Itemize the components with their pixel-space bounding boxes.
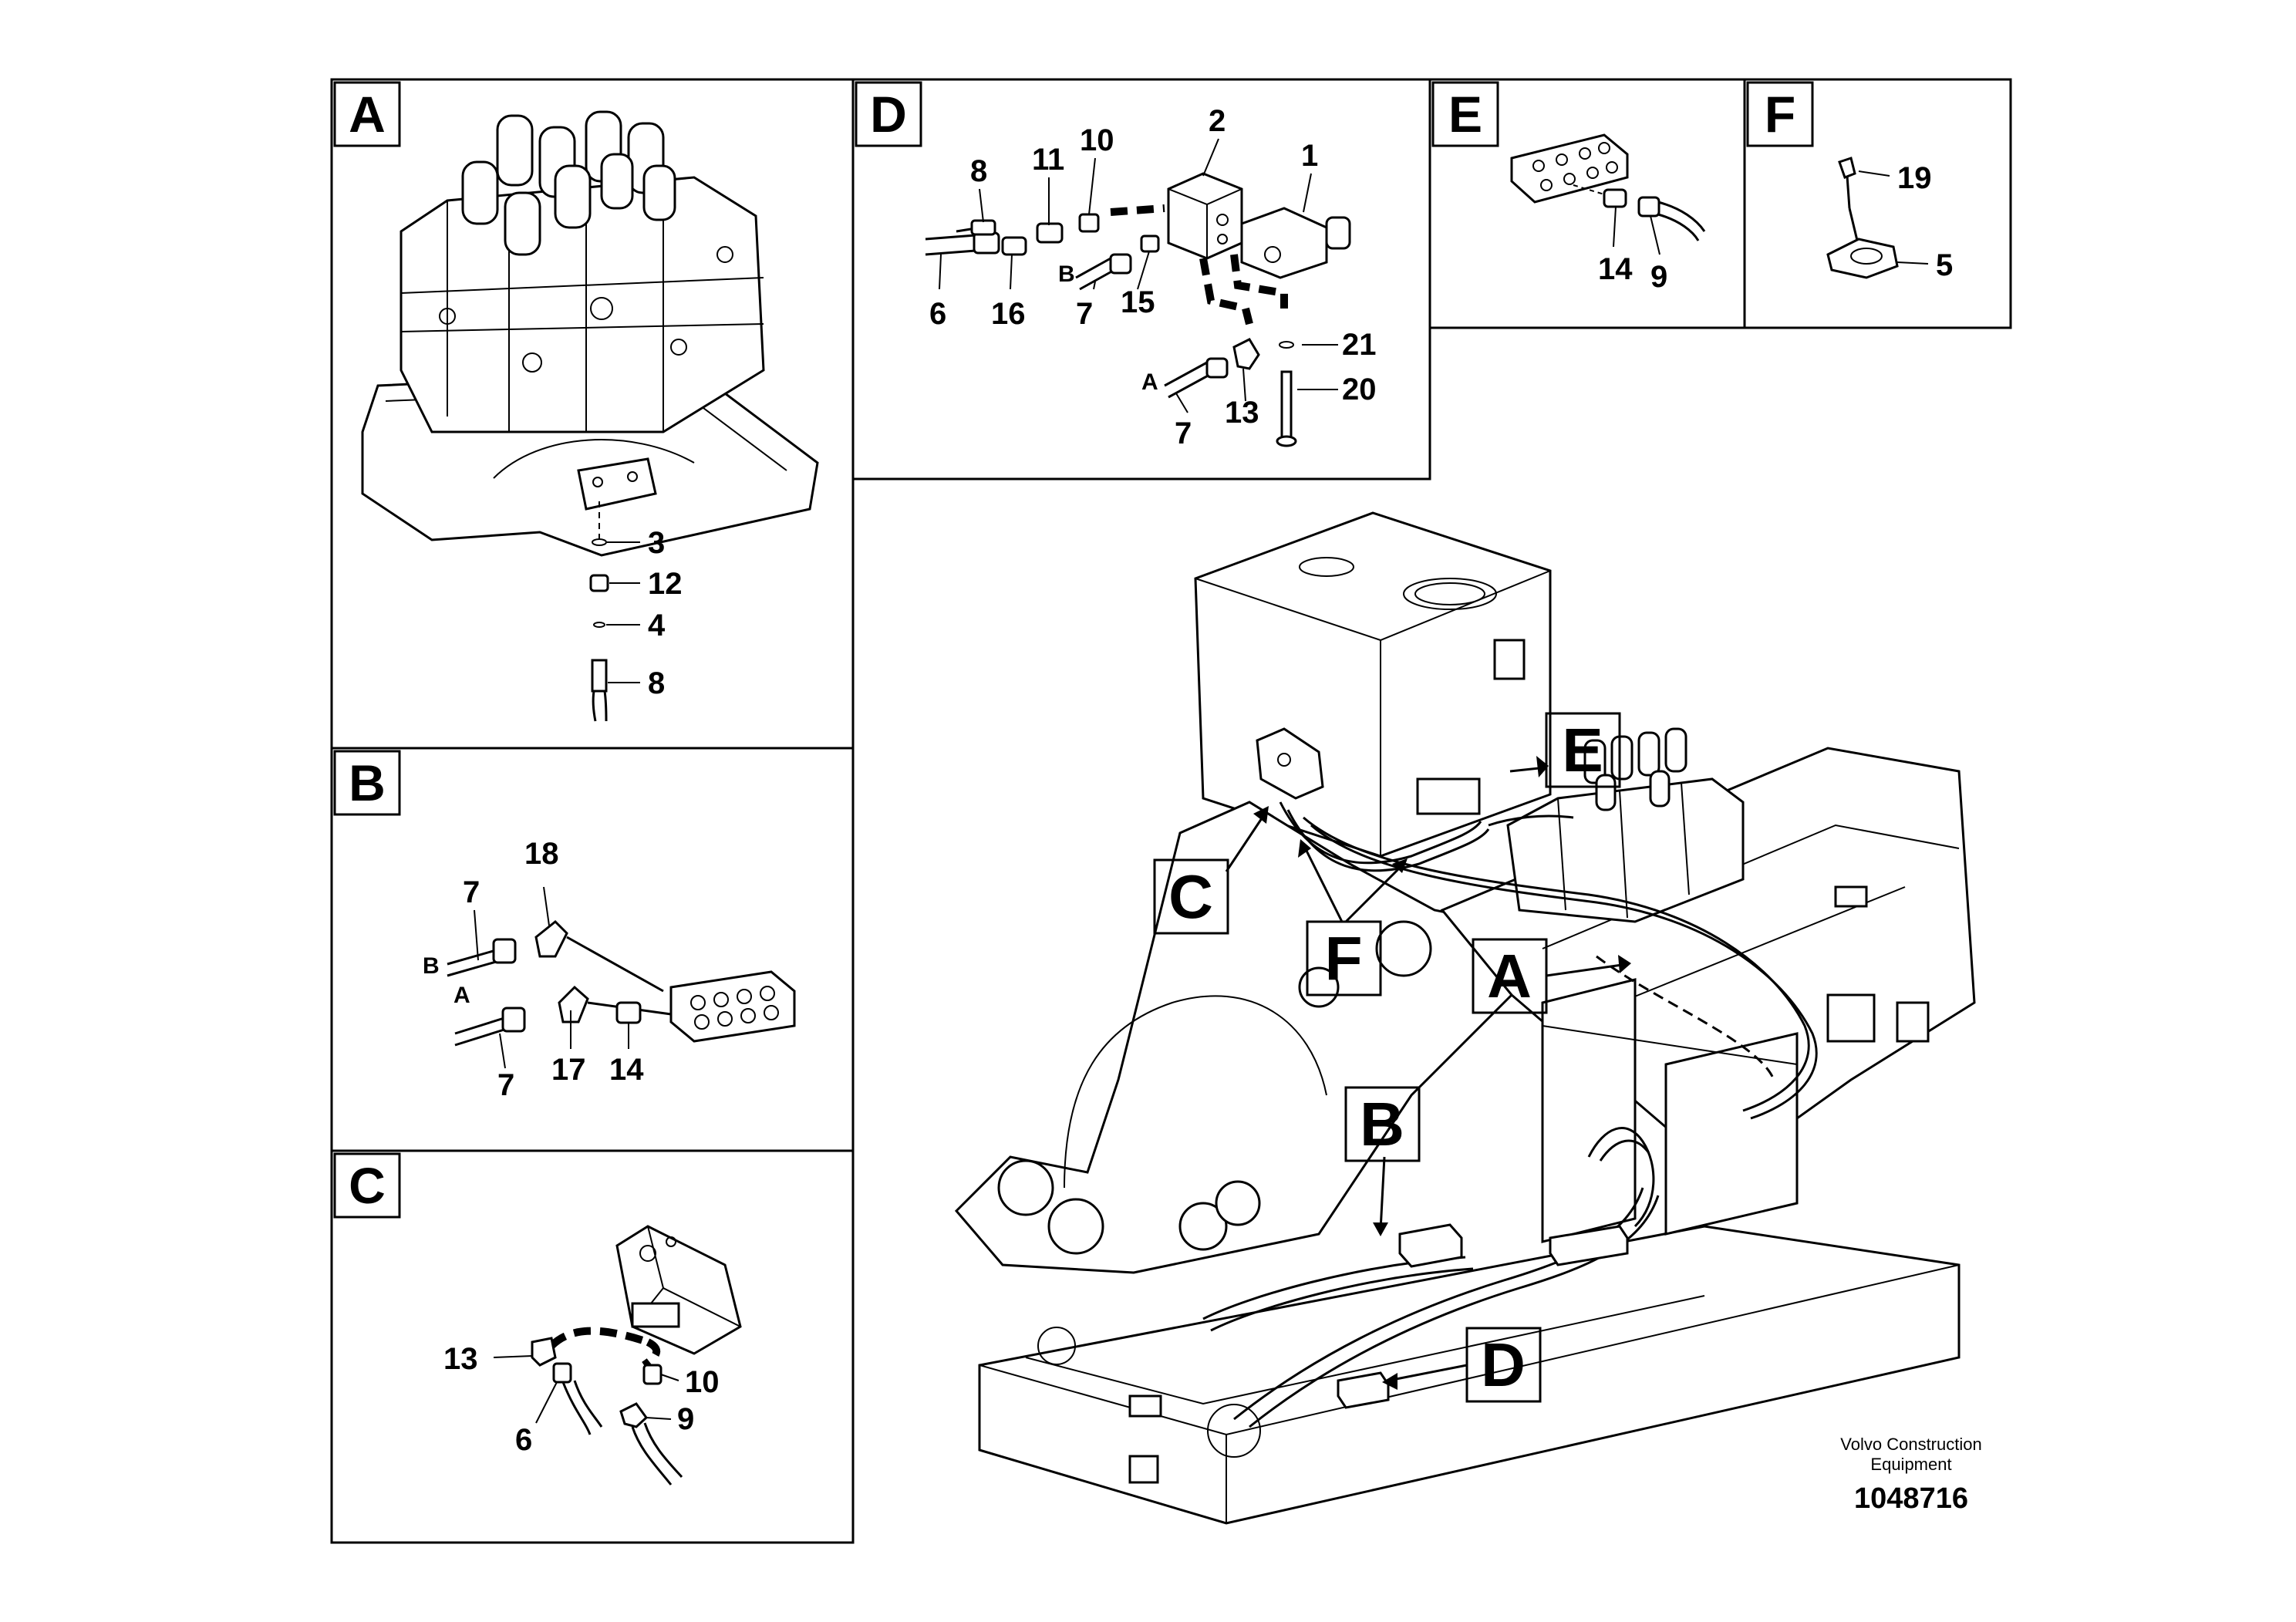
main-label-e-text: E (1562, 716, 1603, 784)
panel-letter-a: A (333, 81, 401, 147)
panel-b-frame (330, 747, 855, 1152)
panel-letter-b: B (333, 750, 401, 816)
main-label-d-text: D (1481, 1330, 1526, 1399)
block-ports (1532, 142, 1618, 191)
solenoid-cluster (461, 110, 676, 256)
panel-b-callout-14: 14 (609, 1053, 644, 1087)
main-label-c-text: C (1168, 862, 1213, 931)
panel-d-callout-7a: 7 (1076, 297, 1093, 331)
panel-d-callout-6: 6 (929, 297, 946, 331)
panel-c-callout-6: 6 (515, 1423, 532, 1457)
panel-letter-c: C (333, 1152, 401, 1219)
panel-d-callout-10: 10 (1080, 123, 1114, 157)
panel-e-callout-14: 14 (1598, 252, 1633, 286)
main-machine-drawing (954, 511, 1976, 1525)
main-label-b: B (1344, 1086, 1421, 1236)
panel-f-callout-5: 5 (1936, 248, 1953, 282)
panel-d-callout-16: 16 (991, 297, 1026, 331)
footer-company-line1: Volvo Construction (1840, 1435, 1981, 1454)
panel-letter-e: E (1431, 81, 1499, 147)
panel-c-drawing: 13 10 6 9 (443, 1225, 742, 1485)
panel-b-label: B (349, 754, 386, 811)
panel-d-callout-8: 8 (970, 154, 987, 188)
panel-e-label: E (1448, 86, 1482, 143)
footer-company-line2: Equipment (1870, 1455, 1951, 1474)
footer: Volvo Construction Equipment 1048716 (1840, 1435, 1981, 1515)
panel-e-drawing: 14 9 (1510, 133, 1706, 294)
panel-d-port-a: A (1141, 369, 1158, 395)
footer-drawing-number: 1048716 (1854, 1482, 1968, 1515)
panel-letter-d: D (855, 81, 922, 147)
panel-f-drawing: 19 5 (1826, 157, 1953, 282)
panel-b-callout-18: 18 (524, 837, 559, 871)
panel-b-port-b: B (423, 953, 440, 979)
panel-f-callout-19: 19 (1897, 161, 1932, 195)
main-label-a-text: A (1487, 942, 1532, 1010)
panel-c-callout-9: 9 (677, 1402, 694, 1436)
panel-a-callout-3: 3 (648, 526, 665, 560)
main-label-a: A (1472, 938, 1631, 1014)
panel-d-callout-7b: 7 (1175, 416, 1192, 450)
panel-d-label: D (870, 86, 907, 143)
panel-d-callout-13: 13 (1225, 396, 1259, 430)
panel-d-callout-15: 15 (1121, 285, 1155, 319)
main-label-e: E (1509, 712, 1621, 788)
panel-f-frame (1743, 78, 2012, 329)
panel-b-callout-7b: 7 (497, 1068, 514, 1102)
block-ports (690, 986, 779, 1030)
panel-b-callout-7a: 7 (463, 875, 480, 909)
panel-c-frame (330, 1149, 855, 1544)
panel-d-callout-1: 1 (1301, 139, 1318, 173)
main-label-d: D (1382, 1327, 1542, 1403)
panel-d-callout-21: 21 (1342, 328, 1377, 362)
panel-f-label: F (1765, 86, 1795, 143)
panel-a-callout-8: 8 (648, 666, 665, 700)
main-label-f-text: F (1325, 924, 1363, 993)
panel-a-label: A (349, 86, 386, 143)
panel-d-callout-20: 20 (1342, 373, 1377, 406)
panel-letter-f: F (1746, 81, 1814, 147)
panel-a-callout-4: 4 (648, 609, 666, 642)
panel-c-callout-13: 13 (443, 1342, 478, 1376)
panel-b-port-a: A (453, 983, 470, 1008)
panel-d-callout-2: 2 (1209, 104, 1226, 138)
panel-c-label: C (349, 1157, 386, 1214)
panel-d-port-b: B (1058, 261, 1075, 287)
main-label-c: C (1153, 806, 1269, 935)
panel-frames (330, 78, 2012, 1544)
panel-b-callout-17: 17 (551, 1053, 586, 1087)
panel-e-callout-9: 9 (1650, 260, 1667, 294)
panel-d-drawing: 2 1 8 11 10 6 16 7 15 21 20 7 13 B A (925, 104, 1377, 450)
panel-a-drawing: 3 12 4 8 (361, 110, 819, 722)
main-label-f: F (1298, 839, 1408, 996)
panel-d-callout-11: 11 (1032, 143, 1064, 177)
valve-solenoids (1583, 727, 1687, 811)
main-label-b-text: B (1360, 1090, 1404, 1158)
panel-c-callout-10: 10 (685, 1365, 720, 1399)
panel-a-callout-12: 12 (648, 567, 683, 601)
panel-b-drawing: 7 18 7 17 14 B A (423, 837, 796, 1102)
